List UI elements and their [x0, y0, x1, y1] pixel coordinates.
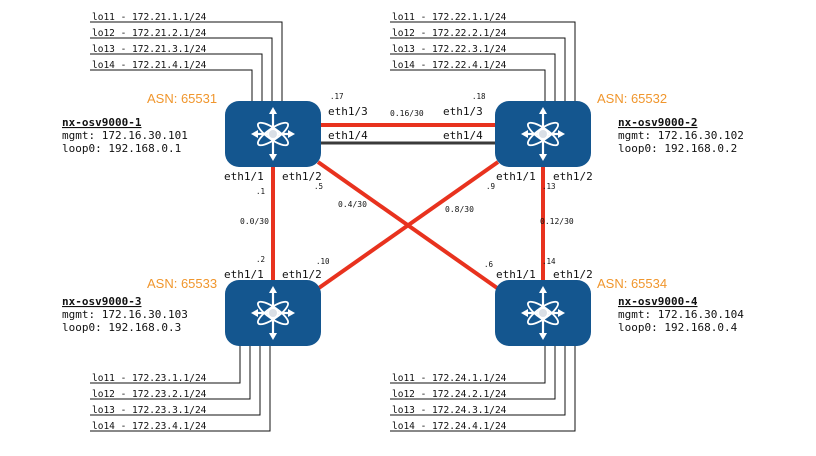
router-1-icon[interactable]: [223, 99, 323, 169]
r1-mgmt: mgmt: 172.16.30.101: [62, 129, 188, 142]
r1-lo11: lo11 - 172.21.1.1/24: [92, 12, 207, 23]
r1-if-eth11: eth1/1: [224, 170, 264, 183]
r4-addr-eth11: .6: [484, 260, 494, 269]
r2-if-eth12: eth1/2: [553, 170, 593, 183]
r1-lo14: lo14 - 172.21.4.1/24: [92, 60, 207, 71]
r3-loop0: loop0: 192.168.0.3: [62, 321, 181, 334]
r2-if-eth11: eth1/1: [496, 170, 536, 183]
r1-if-eth12: eth1/2: [282, 170, 322, 183]
r2-if-eth13: eth1/3: [443, 105, 483, 118]
r3-asn: ASN: 65533: [147, 276, 217, 291]
router-2-icon[interactable]: [493, 99, 593, 169]
r2-lo11: lo11 - 172.22.1.1/24: [392, 12, 507, 23]
loopback-lines-r2: [390, 21, 576, 102]
router-3-icon[interactable]: [223, 278, 323, 348]
net-link-2-3: 0.8/30: [445, 205, 474, 214]
r2-addr-eth11: .9: [486, 182, 495, 191]
r2-mgmt: mgmt: 172.16.30.102: [618, 129, 744, 142]
r3-mgmt: mgmt: 172.16.30.103: [62, 308, 188, 321]
r1-addr-eth11: .1: [256, 187, 265, 196]
r4-addr-eth12: .14: [542, 257, 556, 266]
loopback-lines-r3: [90, 346, 271, 432]
r1-lo13: lo13 - 172.21.3.1/24: [92, 44, 207, 55]
r4-mgmt: mgmt: 172.16.30.104: [618, 308, 744, 321]
link-r2-r3: [314, 160, 500, 292]
r2-addr-eth13: .18: [472, 92, 486, 101]
r1-if-eth13: eth1/3: [328, 105, 368, 118]
r4-lo12: lo12 - 172.24.2.1/24: [392, 389, 507, 400]
r3-lo11: lo11 - 172.23.1.1/24: [92, 373, 207, 384]
r4-lo14: lo14 - 172.24.4.1/24: [392, 421, 507, 432]
r2-lo14: lo14 - 172.22.4.1/24: [392, 60, 507, 71]
r4-asn: ASN: 65534: [597, 276, 667, 291]
r4-if-eth11: eth1/1: [496, 268, 536, 281]
router-4-icon[interactable]: [493, 278, 593, 348]
r1-loop0: loop0: 192.168.0.1: [62, 142, 181, 155]
r3-addr-eth11: .2: [256, 255, 265, 264]
r1-hostname: nx-osv9000-1: [62, 116, 142, 129]
r2-addr-eth12: .13: [542, 182, 556, 191]
net-link-1-2: 0.16/30: [390, 109, 424, 118]
net-link-2-4: 0.12/30: [540, 217, 574, 226]
r2-asn: ASN: 65532: [597, 91, 667, 106]
r3-lo12: lo12 - 172.23.2.1/24: [92, 389, 207, 400]
net-link-1-3: 0.0/30: [240, 217, 269, 226]
r2-loop0: loop0: 192.168.0.2: [618, 142, 737, 155]
r3-hostname: nx-osv9000-3: [62, 295, 141, 308]
r3-if-eth12: eth1/2: [282, 268, 322, 281]
r1-addr-eth13: .17: [330, 92, 344, 101]
r2-if-eth14: eth1/4: [443, 129, 483, 142]
r2-hostname: nx-osv9000-2: [618, 116, 697, 129]
r4-hostname: nx-osv9000-4: [618, 295, 698, 308]
loopback-lines-r1: [90, 21, 283, 102]
r1-addr-eth12: .5: [314, 182, 323, 191]
r4-if-eth12: eth1/2: [553, 268, 593, 281]
r1-if-eth14: eth1/4: [328, 129, 368, 142]
r1-lo12: lo12 - 172.21.2.1/24: [92, 28, 207, 39]
r3-lo13: lo13 - 172.23.3.1/24: [92, 405, 207, 416]
loopback-lines-r4: [390, 346, 576, 432]
r4-loop0: loop0: 192.168.0.4: [618, 321, 738, 334]
r3-addr-eth12: .10: [316, 257, 330, 266]
r1-asn: ASN: 65531: [147, 91, 217, 106]
r3-lo14: lo14 - 172.23.4.1/24: [92, 421, 207, 432]
r3-if-eth11: eth1/1: [224, 268, 264, 281]
r4-lo11: lo11 - 172.24.1.1/24: [392, 373, 507, 384]
net-link-1-4: 0.4/30: [338, 200, 367, 209]
r4-lo13: lo13 - 172.24.3.1/24: [392, 405, 507, 416]
r2-lo13: lo13 - 172.22.3.1/24: [392, 44, 507, 55]
r2-lo12: lo12 - 172.22.2.1/24: [392, 28, 507, 39]
